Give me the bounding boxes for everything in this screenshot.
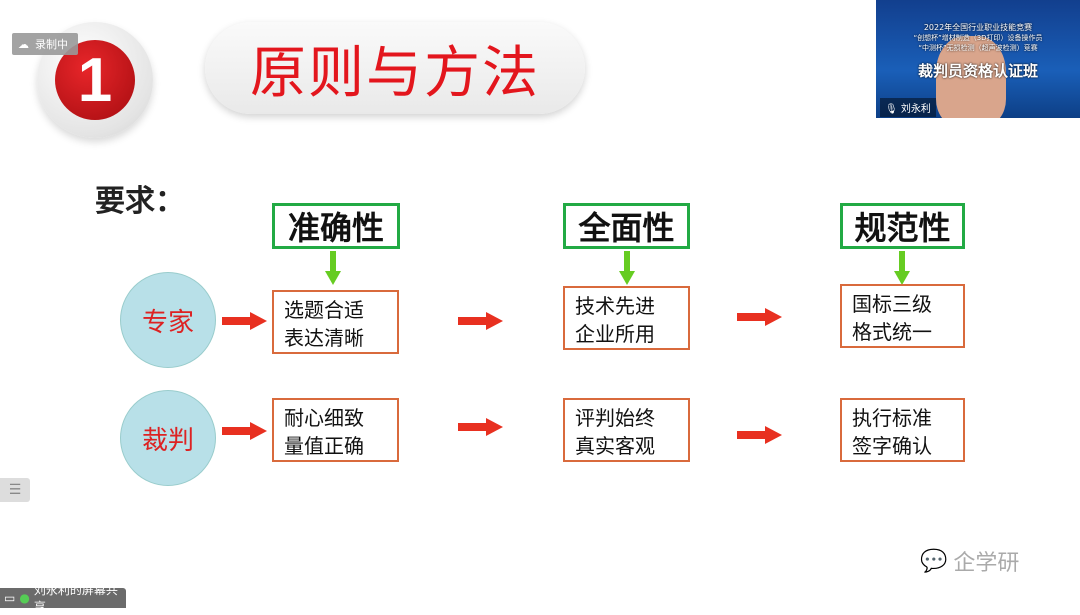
banner-line: “中测杯”无损检测（超声波检测）竞赛 — [918, 44, 1038, 52]
box-line: 执行标准 — [852, 406, 932, 430]
requirement-label: 要求： — [95, 184, 185, 219]
down-arrow-icon — [619, 251, 635, 287]
box-line: 耐心细致 — [284, 406, 364, 430]
expert-completeness-box: 技术先进企业所用 — [563, 286, 690, 350]
box-line: 量值正确 — [284, 434, 364, 458]
screen-share-label: 刘永利的屏幕共享 — [33, 583, 118, 614]
box-line: 真实客观 — [575, 434, 655, 458]
header-accuracy: 准确性 — [272, 203, 400, 249]
right-arrow-icon — [222, 312, 267, 330]
box-line: 格式统一 — [852, 320, 932, 344]
box-line: 企业所用 — [575, 322, 655, 346]
wechat-icon: 💬 — [920, 548, 948, 574]
right-arrow-icon — [737, 426, 782, 444]
screen-share-indicator[interactable]: ▭●刘永利的屏幕共享 — [0, 583, 126, 614]
box-line: 签字确认 — [852, 434, 932, 458]
speaker-name-tag: 🎙 刘永利 — [880, 98, 936, 117]
down-arrow-icon — [325, 251, 341, 287]
speaker-name: 刘永利 — [900, 104, 931, 115]
microphone-icon: 🎙 — [885, 104, 898, 115]
banner-line: 2022年全国行业职业技能竞赛 — [923, 23, 1033, 32]
screen-icon: ▭ — [4, 591, 16, 605]
judge-completeness-box: 评判始终真实客观 — [563, 398, 690, 462]
role-expert: 专家 — [120, 272, 216, 368]
box-line: 技术先进 — [575, 294, 655, 318]
expert-standard-box: 国标三级格式统一 — [840, 284, 965, 348]
right-arrow-icon — [458, 418, 503, 436]
speaker-figure — [936, 36, 1006, 118]
box-line: 选题合适 — [284, 298, 364, 322]
banner-line: “创想杯”增材制造（3D打印）设备操作员 — [913, 34, 1043, 42]
microphone-icon: ● — [19, 591, 30, 605]
side-menu-button[interactable]: ☰ — [0, 478, 30, 502]
recording-label: 录制中 — [35, 38, 68, 51]
box-line: 国标三级 — [852, 292, 932, 316]
banner-title: 裁判员资格认证班 — [917, 62, 1038, 80]
role-judge: 裁判 — [120, 390, 216, 486]
judge-accuracy-box: 耐心细致量值正确 — [272, 398, 399, 462]
right-arrow-icon — [222, 422, 267, 440]
judge-standard-box: 执行标准签字确认 — [840, 398, 965, 462]
right-arrow-icon — [737, 308, 782, 326]
expert-accuracy-box: 选题合适表达清晰 — [272, 290, 399, 354]
box-line: 评判始终 — [575, 406, 655, 430]
down-arrow-icon — [894, 251, 910, 287]
cloud-icon: ☁ — [18, 37, 29, 51]
box-line: 表达清晰 — [284, 326, 364, 350]
speaker-video[interactable]: 2022年全国行业职业技能竞赛 “创想杯”增材制造（3D打印）设备操作员 “中测… — [876, 0, 1080, 118]
header-completeness: 全面性 — [563, 203, 690, 249]
right-arrow-icon — [458, 312, 503, 330]
watermark: 💬企学研 — [920, 545, 1019, 577]
recording-indicator[interactable]: ☁ 录制中 — [12, 33, 78, 55]
slide-title: 原则与方法 — [205, 22, 585, 114]
watermark-text: 企学研 — [953, 551, 1020, 576]
header-standard: 规范性 — [840, 203, 965, 249]
